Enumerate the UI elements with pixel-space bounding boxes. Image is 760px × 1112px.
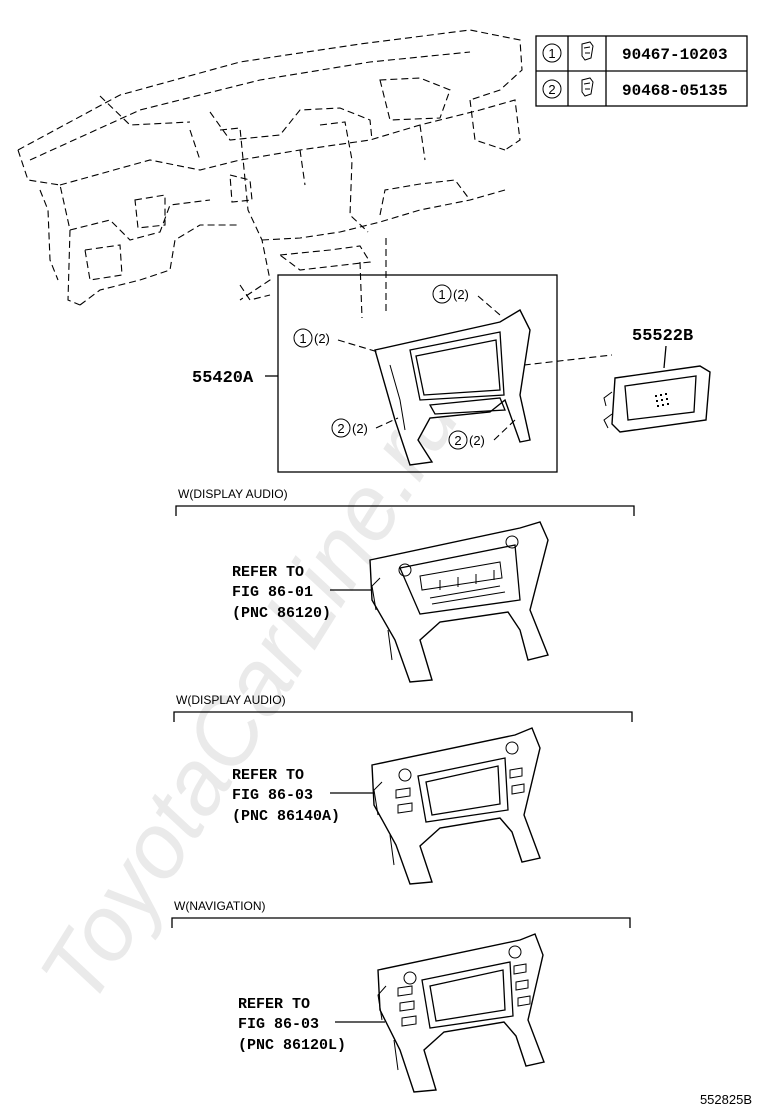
parts-row-key: 1	[548, 46, 555, 61]
refer-pnc-line: (PNC 86120L)	[238, 1037, 346, 1054]
variant-condition-label: W(DISPLAY AUDIO)	[176, 693, 286, 707]
refer-to-line: REFER TO	[238, 996, 310, 1013]
clip-callout-number: 1	[299, 331, 306, 346]
variant-display-audio-1: W(DISPLAY AUDIO) REFER TO FIG 86-01 (PNC…	[175, 487, 635, 683]
parts-row-key: 2	[548, 82, 555, 97]
refer-to-line: REFER TO	[232, 564, 304, 581]
clip-callout-qty: (2)	[314, 331, 330, 346]
parts-table-row-2: 2 90468-05135	[542, 77, 728, 100]
clip-callout-top: 1 (2)	[432, 284, 501, 316]
clip-callout-qty: (2)	[453, 287, 469, 302]
audio-panel-drawing	[369, 521, 549, 683]
main-panel-part-number: 55420A	[192, 369, 254, 388]
refer-fig-line: FIG 86-03	[238, 1016, 319, 1033]
refer-fig-line: FIG 86-03	[232, 787, 313, 804]
navigation-panel-drawing	[377, 933, 545, 1093]
parts-row-part-number: 90467-10203	[622, 46, 728, 64]
variant-display-audio-2: W(DISPLAY AUDIO) REFER TO FIG 86-03 (PNC…	[173, 693, 633, 885]
key-circle-icon	[542, 43, 562, 63]
clip-callout-left-upper: 1 (2)	[293, 328, 379, 353]
clip-callout-right-lower: 2 (2)	[448, 419, 516, 450]
variant-condition-label: W(NAVIGATION)	[174, 899, 266, 913]
clip-callout-number: 1	[438, 287, 445, 302]
variant-condition-label: W(DISPLAY AUDIO)	[178, 487, 288, 501]
refer-pnc-line: (PNC 86140A)	[232, 808, 340, 825]
clip-callout-qty: (2)	[352, 421, 368, 436]
parts-row-part-number: 90468-05135	[622, 82, 728, 100]
refer-to-line: REFER TO	[232, 767, 304, 784]
refer-pnc-line: (PNC 86120)	[232, 605, 331, 622]
parts-table: 1 90467-10203 2 90468-05135	[535, 35, 748, 107]
clip-callout-left-lower: 2 (2)	[331, 417, 399, 438]
switch-panel-part-number: 55522B	[632, 327, 693, 346]
switch-panel-assembly: 55522B	[603, 327, 711, 433]
diagram-id: 552825B	[700, 1092, 752, 1107]
exploded-view: 1 (2) 1 (2) 2 (2) 2 (2) 55420A	[192, 238, 613, 473]
instrument-panel-drawing	[17, 29, 523, 306]
clip-fastener-icon	[581, 41, 594, 61]
switch-grid-icon	[655, 393, 669, 407]
refer-fig-line: FIG 86-01	[232, 584, 313, 601]
parts-table-row-1: 1 90467-10203	[542, 41, 728, 64]
key-circle-icon	[542, 79, 562, 99]
clip-fastener-icon	[581, 77, 594, 97]
clip-callout-number: 2	[454, 433, 461, 448]
variant-navigation: W(NAVIGATION) REFER TO FIG 86-03 (PNC 86…	[171, 899, 631, 1093]
display-audio-panel-drawing	[371, 727, 541, 885]
clip-callout-number: 2	[337, 421, 344, 436]
clip-callout-qty: (2)	[469, 433, 485, 448]
center-cluster-panel	[374, 309, 531, 466]
